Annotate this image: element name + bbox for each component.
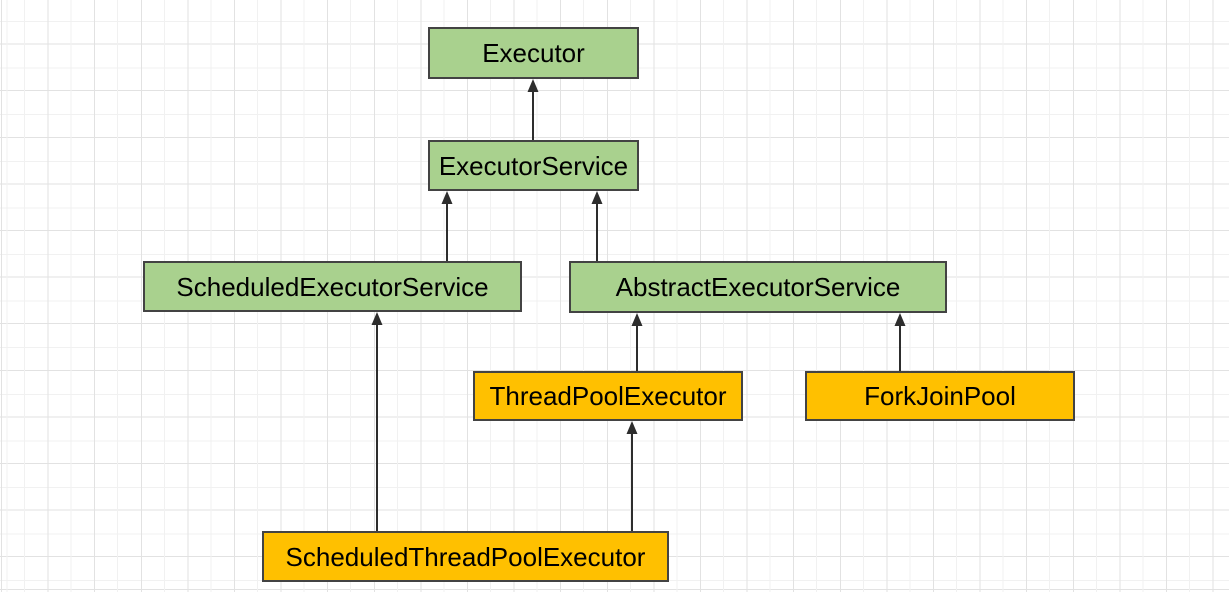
class-node-executor[interactable]: Executor bbox=[428, 27, 639, 79]
class-node-label: Executor bbox=[482, 38, 585, 68]
arrowhead-icon bbox=[626, 421, 638, 434]
arrowhead-icon bbox=[894, 313, 906, 326]
inheritance-arrow-fork-join-pool-to-abstract-executor-service[interactable] bbox=[894, 313, 906, 371]
inheritance-arrow-scheduled-thread-pool-executor-to-thread-pool-executor[interactable] bbox=[626, 421, 638, 531]
inheritance-arrow-scheduled-thread-pool-executor-to-scheduled-executor-service[interactable] bbox=[371, 312, 383, 531]
class-node-label: AbstractExecutorService bbox=[615, 272, 901, 302]
inheritance-arrow-abstract-executor-service-to-executor-service[interactable] bbox=[591, 191, 603, 261]
class-node-label: ScheduledExecutorService bbox=[176, 271, 489, 302]
inheritance-arrow-executor-service-to-executor[interactable] bbox=[527, 79, 539, 140]
class-node-thread-pool-executor[interactable]: ThreadPoolExecutor bbox=[473, 371, 743, 421]
class-node-label: ScheduledThreadPoolExecutor bbox=[285, 541, 646, 572]
class-node-label: ForkJoinPool bbox=[864, 381, 1016, 411]
arrowhead-icon bbox=[591, 191, 603, 204]
inheritance-arrow-thread-pool-executor-to-abstract-executor-service[interactable] bbox=[631, 313, 643, 371]
arrowhead-icon bbox=[441, 191, 453, 204]
class-node-label: ThreadPoolExecutor bbox=[489, 381, 727, 411]
class-node-label: ExecutorService bbox=[438, 150, 629, 181]
class-node-executor-service[interactable]: ExecutorService bbox=[428, 140, 639, 191]
inheritance-arrow-scheduled-executor-service-to-executor-service[interactable] bbox=[441, 191, 453, 261]
arrowhead-icon bbox=[371, 312, 383, 325]
class-node-scheduled-executor-service[interactable]: ScheduledExecutorService bbox=[143, 261, 522, 312]
class-node-fork-join-pool[interactable]: ForkJoinPool bbox=[805, 371, 1075, 421]
arrowhead-icon bbox=[527, 79, 539, 92]
arrowhead-icon bbox=[631, 313, 643, 326]
class-node-scheduled-thread-pool-executor[interactable]: ScheduledThreadPoolExecutor bbox=[262, 531, 669, 582]
class-node-abstract-executor-service[interactable]: AbstractExecutorService bbox=[569, 261, 947, 313]
